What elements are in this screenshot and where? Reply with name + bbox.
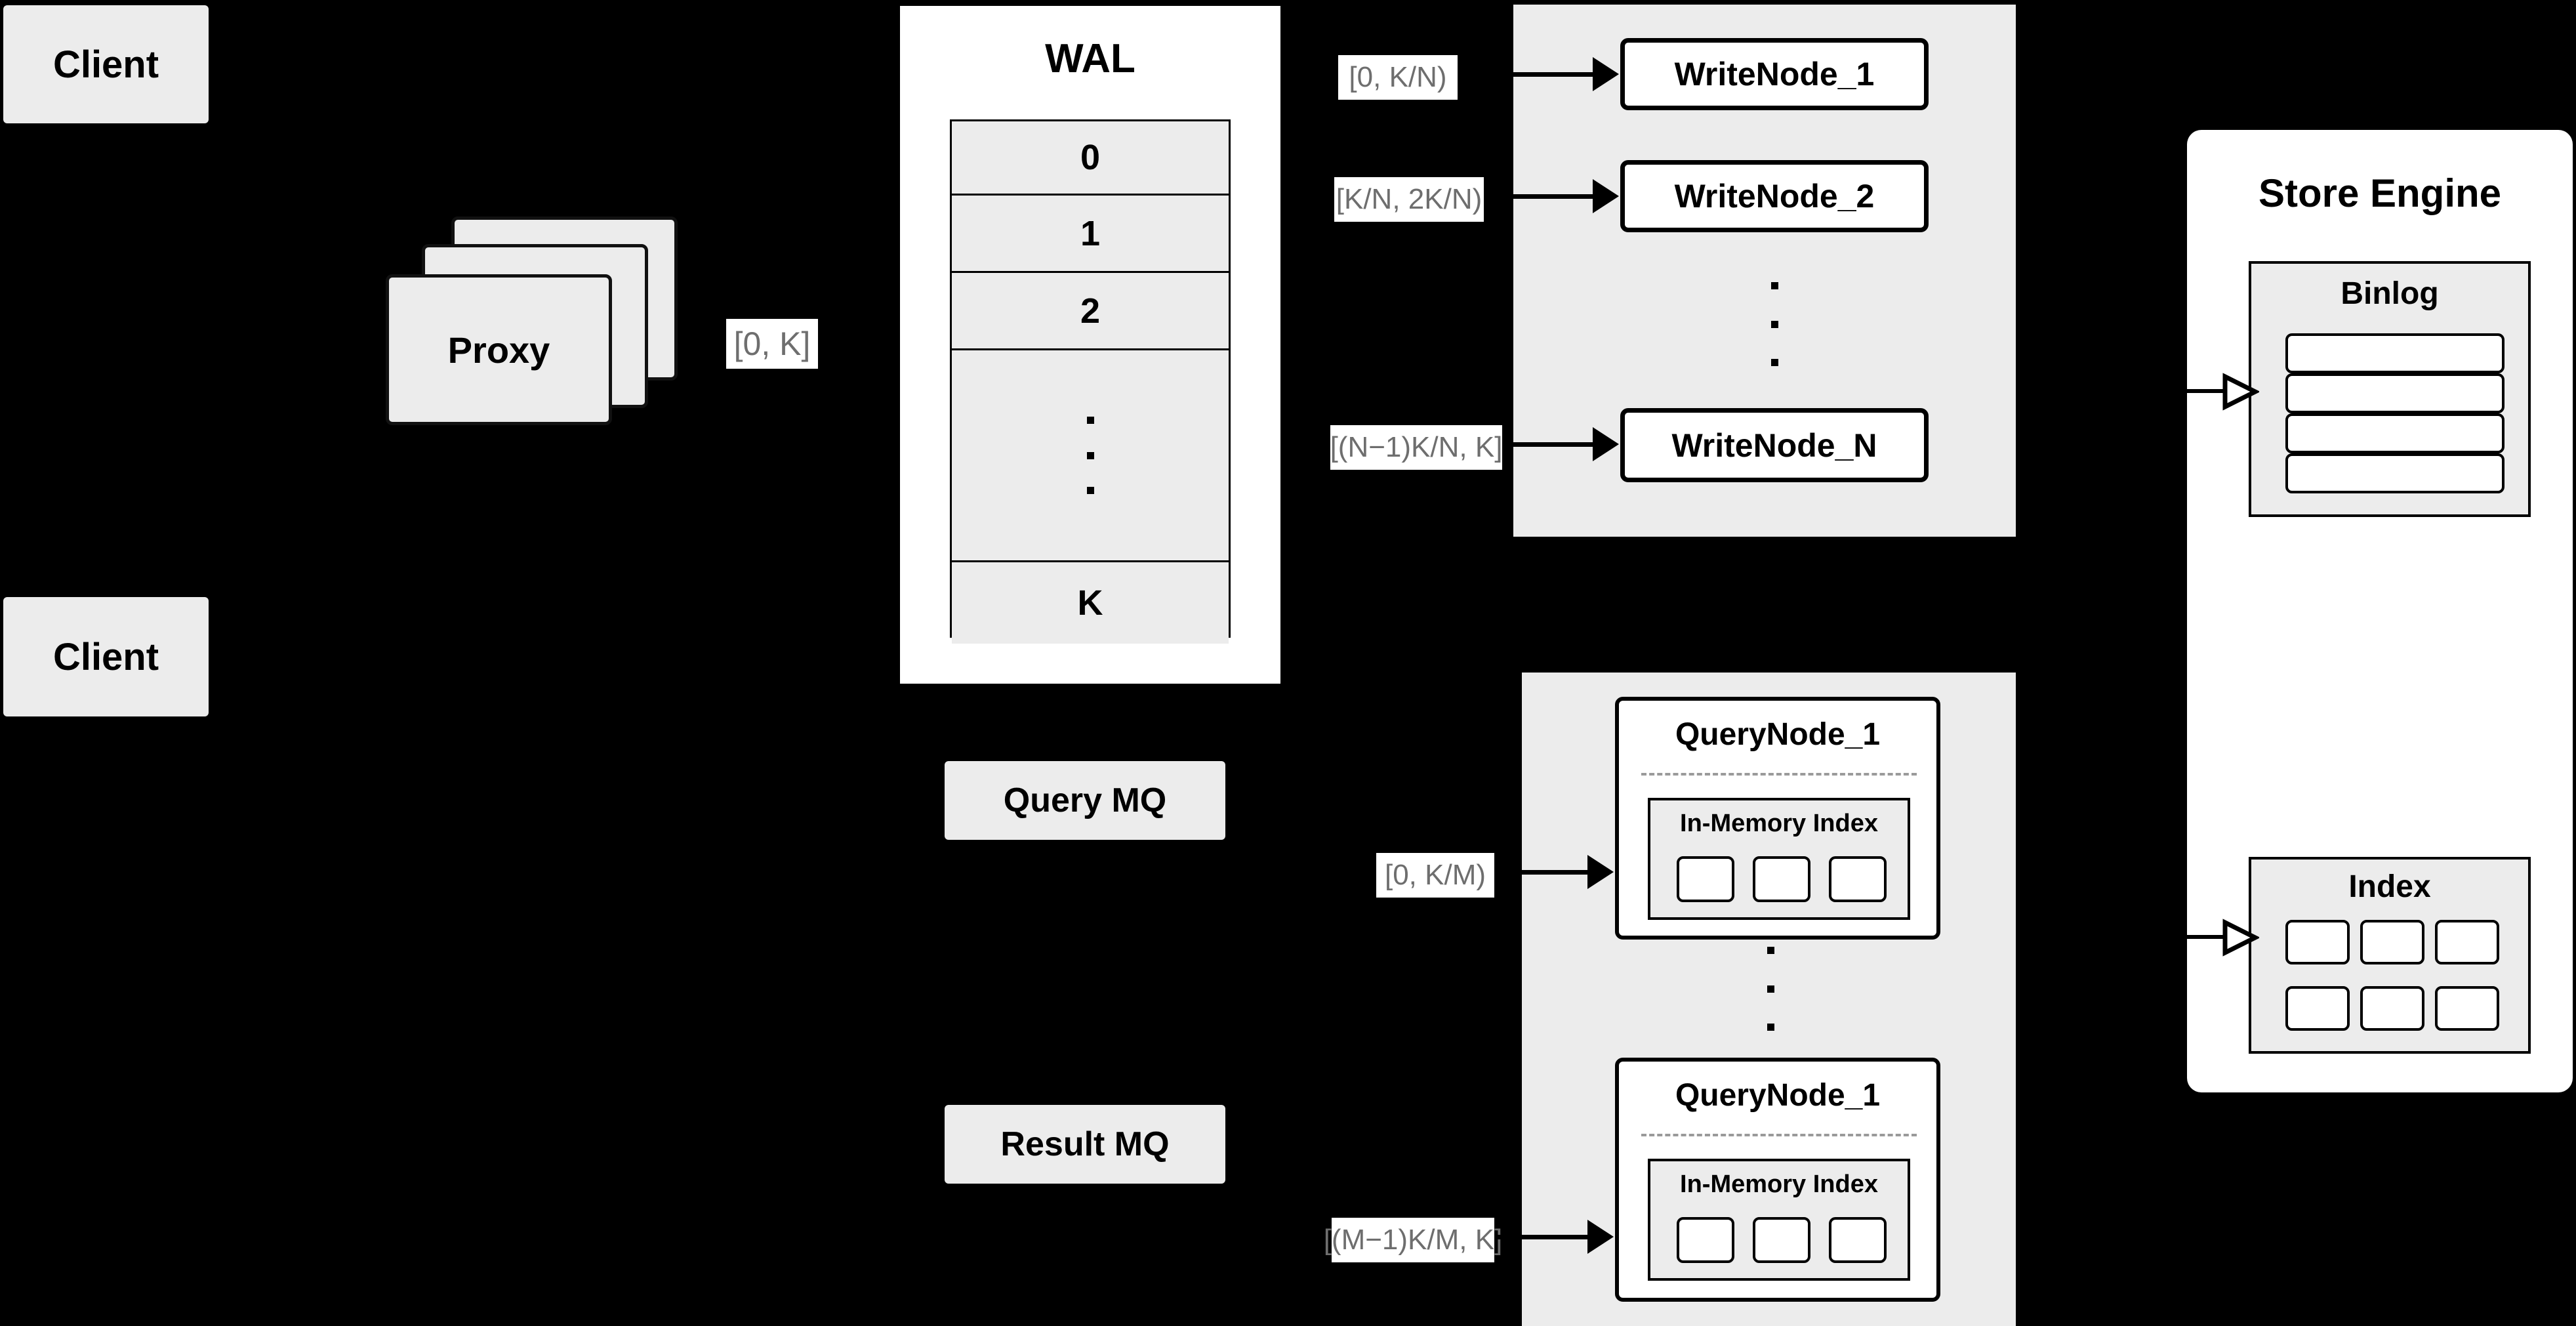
- write-node-2-arrow-line: [1484, 194, 1594, 199]
- index-cell: [2435, 920, 2499, 964]
- query-mq-label: Query MQ: [1003, 781, 1167, 819]
- query-node-1-separator: [1641, 773, 1917, 776]
- query-node-1-index-cells: [1665, 856, 1898, 903]
- binlog-arrow-head-icon: [2222, 373, 2259, 411]
- index-arrow-line: [2187, 935, 2230, 939]
- wal-panel: WAL 0 1 2 K: [897, 3, 1283, 686]
- index-cells: [2278, 920, 2507, 1038]
- index-cell: [1677, 1217, 1734, 1263]
- proxy-range-label: [0, K]: [726, 319, 818, 369]
- client-box-2[interactable]: Client: [3, 597, 209, 716]
- index-cell: [1829, 856, 1887, 902]
- client-box-1[interactable]: Client: [3, 5, 209, 123]
- client-label-2: Client: [52, 635, 159, 678]
- wal-title: WAL: [1045, 36, 1135, 81]
- write-node-n-arrow-head: [1593, 427, 1619, 461]
- query-node-2-arrow-line: [1494, 1235, 1589, 1239]
- wal-row-ellipsis: [952, 350, 1229, 562]
- result-mq-box[interactable]: Result MQ: [945, 1105, 1225, 1184]
- store-engine-panel: Store Engine Binlog Index: [2187, 130, 2573, 1092]
- index-cell: [1753, 1217, 1810, 1263]
- wal-row: 0: [952, 121, 1229, 196]
- write-cluster-ellipsis: [1768, 282, 1780, 366]
- write-node-2-range-label: [K/N, 2K/N): [1334, 177, 1484, 222]
- index-cell: [2360, 986, 2424, 1031]
- write-node-2-arrow-head: [1593, 179, 1619, 213]
- query-node-1-in-memory-index: In-Memory Index: [1648, 798, 1910, 920]
- store-engine-title: Store Engine: [2258, 171, 2502, 215]
- write-node-1[interactable]: WriteNode_1: [1620, 38, 1929, 110]
- write-node-1-range-label: [0, K/N): [1338, 55, 1458, 100]
- query-node-1[interactable]: QueryNode_1 In-Memory Index: [1615, 697, 1940, 940]
- index-arrow-head-icon: [2222, 919, 2259, 957]
- query-node-1-range-label: [0, K/M): [1376, 853, 1494, 898]
- write-node-1-arrow-head: [1593, 57, 1619, 91]
- write-node-n-range-label: [(N−1)K/N, K]: [1330, 425, 1502, 470]
- index-cell: [2285, 986, 2350, 1031]
- binlog-bar: [2285, 373, 2504, 413]
- query-node-2-title: QueryNode_1: [1675, 1078, 1881, 1113]
- wal-row: 2: [952, 273, 1229, 350]
- index-cell: [1753, 856, 1810, 902]
- query-node-2[interactable]: QueryNode_1 In-Memory Index: [1615, 1058, 1940, 1302]
- binlog-panel: Binlog: [2249, 261, 2531, 517]
- index-cell: [1677, 856, 1734, 902]
- query-node-2-range-label: [(M−1)K/M, K]: [1324, 1218, 1502, 1262]
- query-node-1-title: QueryNode_1: [1675, 717, 1881, 752]
- index-cell: [2360, 920, 2424, 964]
- query-node-2-index-title: In-Memory Index: [1680, 1171, 1878, 1198]
- query-node-1-arrow-line: [1494, 870, 1589, 875]
- binlog-bar: [2285, 333, 2504, 373]
- write-node-1-label: WriteNode_1: [1674, 56, 1875, 93]
- query-node-2-separator: [1641, 1134, 1917, 1136]
- write-node-1-arrow-line: [1463, 72, 1594, 77]
- query-node-1-arrow-head: [1587, 855, 1614, 889]
- write-node-2-label: WriteNode_2: [1674, 178, 1875, 215]
- index-panel: Index: [2249, 857, 2531, 1054]
- index-title: Index: [2348, 869, 2431, 904]
- index-cell: [1829, 1217, 1887, 1263]
- index-cell: [2285, 920, 2350, 964]
- binlog-arrow-line: [2187, 389, 2230, 393]
- query-mq-box[interactable]: Query MQ: [945, 761, 1225, 840]
- query-node-2-arrow-head: [1587, 1220, 1614, 1254]
- binlog-title: Binlog: [2341, 276, 2439, 311]
- write-node-n-label: WriteNode_N: [1671, 426, 1877, 464]
- binlog-bar: [2285, 413, 2504, 453]
- write-node-2[interactable]: WriteNode_2: [1620, 160, 1929, 232]
- query-node-2-index-cells: [1665, 1216, 1898, 1264]
- proxy-label: Proxy: [447, 329, 550, 371]
- client-label-1: Client: [52, 43, 159, 86]
- binlog-bar: [2285, 453, 2504, 493]
- write-node-n-arrow-line: [1502, 442, 1594, 447]
- wal-row: K: [952, 562, 1229, 644]
- proxy-range-text: [0, K]: [733, 325, 811, 362]
- binlog-bars: [2285, 333, 2504, 493]
- proxy-box[interactable]: Proxy: [386, 274, 612, 425]
- result-mq-label: Result MQ: [1000, 1125, 1170, 1163]
- query-node-1-index-title: In-Memory Index: [1680, 810, 1878, 837]
- wal-row: 1: [952, 196, 1229, 273]
- query-cluster-ellipsis: [1765, 947, 1776, 1031]
- query-node-2-in-memory-index: In-Memory Index: [1648, 1159, 1910, 1281]
- index-cell: [2435, 986, 2499, 1031]
- write-node-n[interactable]: WriteNode_N: [1620, 408, 1929, 482]
- wal-table: 0 1 2 K: [950, 119, 1231, 644]
